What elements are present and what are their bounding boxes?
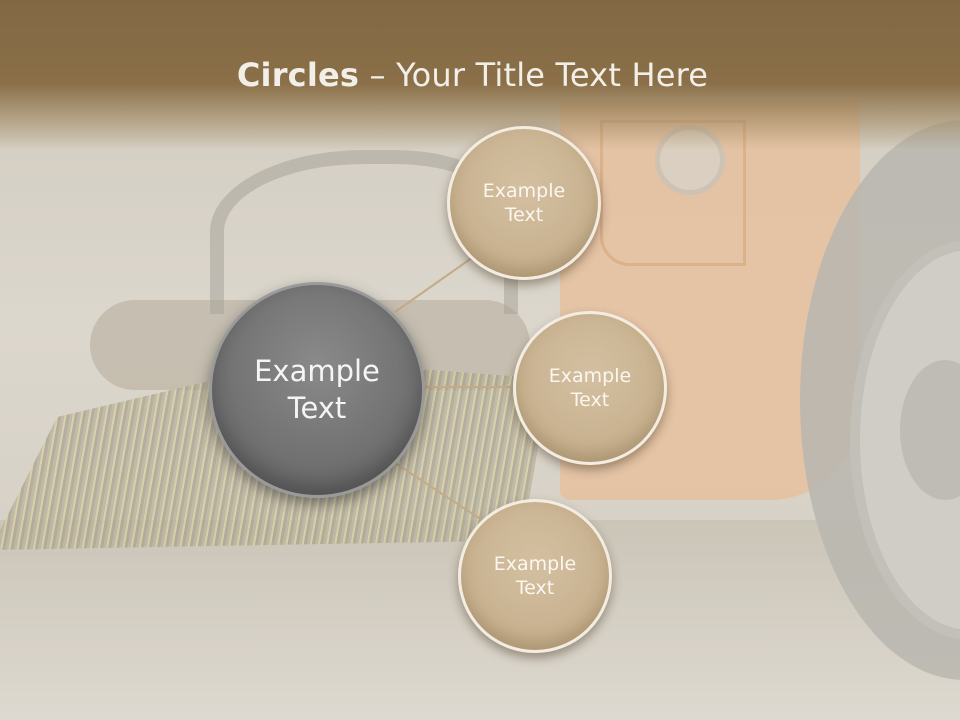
slide-title-rest: – Your Title Text Here [359, 56, 709, 94]
slide-title-bold: Circles [236, 56, 360, 94]
center-circle-text: Example Text [254, 353, 380, 425]
connector-line [394, 462, 483, 521]
connector-line [394, 254, 477, 313]
satellite-circle-text: Example Text [548, 364, 632, 411]
satellite-circle-1[interactable]: Example Text [447, 126, 601, 280]
slide-title[interactable]: Circles – Your Title Text Here [0, 56, 945, 94]
title-band [0, 0, 960, 150]
satellite-circle-2[interactable]: Example Text [513, 311, 667, 465]
satellite-circle-3[interactable]: Example Text [458, 499, 612, 653]
satellite-circle-text: Example Text [482, 179, 566, 226]
satellite-circle-text: Example Text [493, 552, 577, 599]
center-circle[interactable]: Example Text [209, 282, 425, 498]
